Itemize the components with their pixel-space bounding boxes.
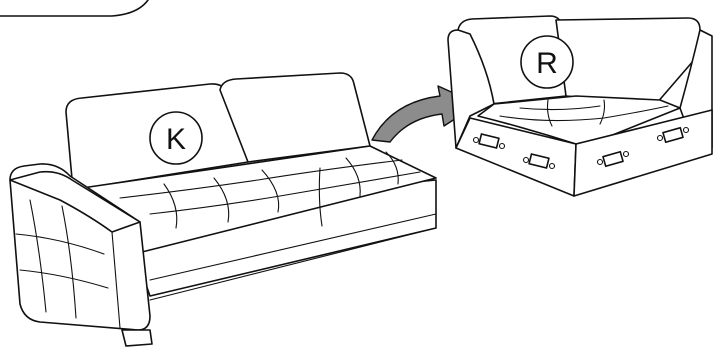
label-k: K [166,123,186,156]
sofa-foot [122,330,152,346]
corner-module-r: R [448,16,712,196]
corner-tab [0,0,148,16]
label-r: R [536,47,558,80]
sofa-module-k: K [10,73,436,346]
corner-back-right [556,18,700,104]
